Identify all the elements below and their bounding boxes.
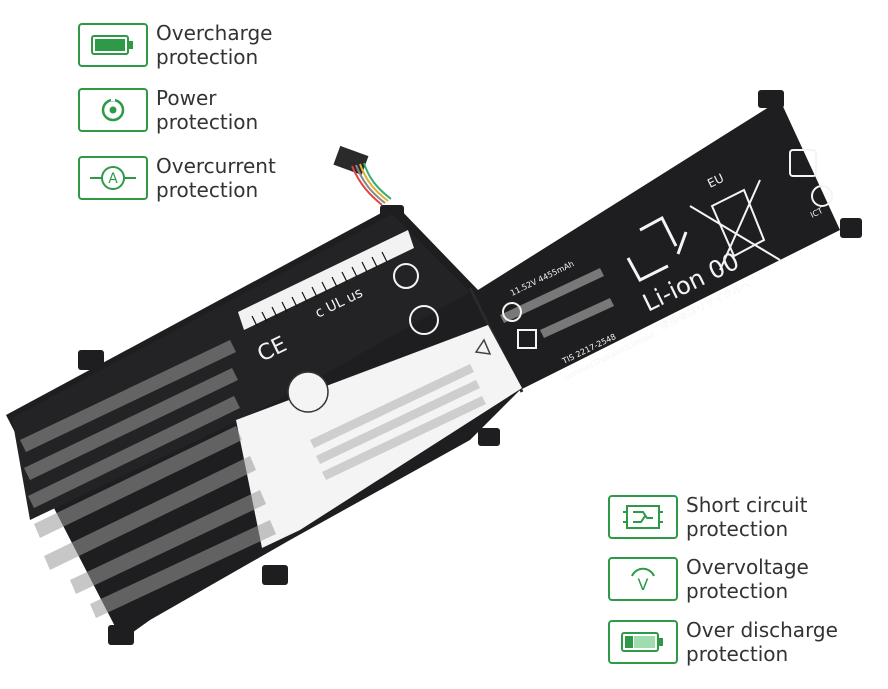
feature-over-discharge: Over discharge protection: [608, 618, 838, 666]
feature-short-circuit-line1: Short circuit: [686, 493, 808, 517]
recycle-icon: [626, 215, 688, 282]
feature-over-discharge-line2: protection: [686, 642, 789, 666]
feature-overcharge-line1: Overcharge: [156, 21, 273, 45]
feature-overvoltage-line2: protection: [686, 579, 789, 603]
feature-power-line2: protection: [156, 110, 259, 134]
ampere-icon: A: [78, 156, 148, 200]
warning-icon: [474, 338, 492, 355]
feature-power-line1: Power: [156, 86, 217, 110]
recycle-seal-icon: [287, 371, 329, 413]
battery-half-icon: [608, 620, 678, 664]
eu-mark-text: EU: [705, 171, 726, 191]
feature-overcharge: Overcharge protection: [78, 21, 272, 69]
feature-overcurrent-line1: Overcurrent: [156, 154, 276, 178]
feature-power: Power protection: [78, 86, 258, 134]
feature-overvoltage: V Overvoltage protection: [608, 555, 809, 603]
feature-overcurrent-line2: protection: [156, 178, 259, 202]
feature-over-discharge-line1: Over discharge: [686, 618, 838, 642]
cert-small-icon: [502, 302, 522, 322]
s-mark-icon: [789, 149, 817, 177]
battery-full-icon: [78, 23, 148, 67]
battery-connector: [333, 145, 392, 206]
ict-icon: [811, 185, 833, 207]
cert-seal-icon: [409, 305, 439, 335]
feature-overvoltage-line1: Overvoltage: [686, 555, 809, 579]
svg-text:A: A: [108, 171, 118, 187]
cert-circle-icon: [393, 263, 419, 289]
feature-overcurrent: A Overcurrent protection: [78, 154, 276, 202]
crossed-bin-icon: [689, 179, 781, 271]
feature-overcharge-line2: protection: [156, 45, 259, 69]
feature-short-circuit-line2: protection: [686, 517, 789, 541]
circuit-board-icon: [608, 495, 678, 539]
feature-short-circuit: Short circuit protection: [608, 493, 807, 541]
kc-mark-icon: [517, 329, 537, 349]
voltage-icon: V: [608, 557, 678, 601]
svg-text:V: V: [638, 575, 649, 594]
power-target-icon: [78, 88, 148, 132]
